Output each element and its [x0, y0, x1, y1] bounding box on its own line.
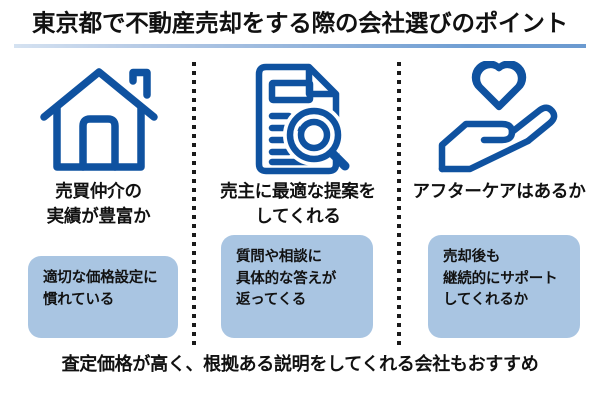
point-column-1: 売買仲介の 実績が豊富か 適切な価格設定に 慣れている	[6, 56, 191, 346]
footer-note: 査定価格が高く、根拠ある説明をしてくれる会社もおすすめ	[61, 354, 539, 375]
point-heading-3: アフターケアはあるか	[404, 180, 594, 205]
point-note-box-1: 適切な価格設定に 慣れている	[28, 256, 178, 338]
note-line: 質問や相談に	[236, 249, 322, 265]
point-column-3: アフターケアはあるか 売却後も 継続的にサポート してくれるか	[404, 56, 594, 346]
point-heading-2: 売主に最適な提案を してくれる	[200, 180, 396, 230]
point-note-box-3: 売却後も 継続的にサポート してくれるか	[428, 235, 580, 338]
house-icon	[6, 56, 191, 182]
point-column-2: 売主に最適な提案を してくれる 質問や相談に 具体的な答えが 返ってくる	[200, 56, 396, 346]
heading-line: 売主に最適な提案を	[220, 182, 376, 202]
heading-line: 売買仲介の	[55, 182, 142, 202]
title-block: 東京都で不動産売却をする際の会社選びのポイント	[0, 6, 600, 48]
note-line: してくれるか	[443, 292, 528, 308]
point-heading-1: 売買仲介の 実績が豊富か	[6, 180, 191, 230]
heading-line: 実績が豊富か	[46, 207, 151, 227]
note-line: 継続的にサポート	[443, 270, 558, 287]
title-underline-rule	[14, 44, 586, 48]
point-note-box-2: 質問や相談に 具体的な答えが 返ってくる	[221, 235, 373, 338]
note-line: 売却後も	[443, 249, 501, 265]
points-columns: 売買仲介の 実績が豊富か 適切な価格設定に 慣れている	[0, 56, 600, 346]
note-line: 具体的な答えが	[236, 270, 337, 287]
column-divider-2	[397, 62, 401, 346]
heading-line: アフターケアはあるか	[412, 182, 586, 202]
note-line: 適切な価格設定に	[43, 270, 158, 286]
page-title: 東京都で不動産売却をする際の会社選びのポイント	[32, 9, 568, 37]
heading-line: してくれる	[255, 207, 341, 227]
hand-holding-heart-icon	[404, 56, 594, 182]
column-divider-1	[192, 62, 196, 346]
note-line: 慣れている	[43, 291, 115, 308]
document-magnifier-icon	[200, 56, 396, 182]
note-line: 返ってくる	[236, 292, 307, 308]
